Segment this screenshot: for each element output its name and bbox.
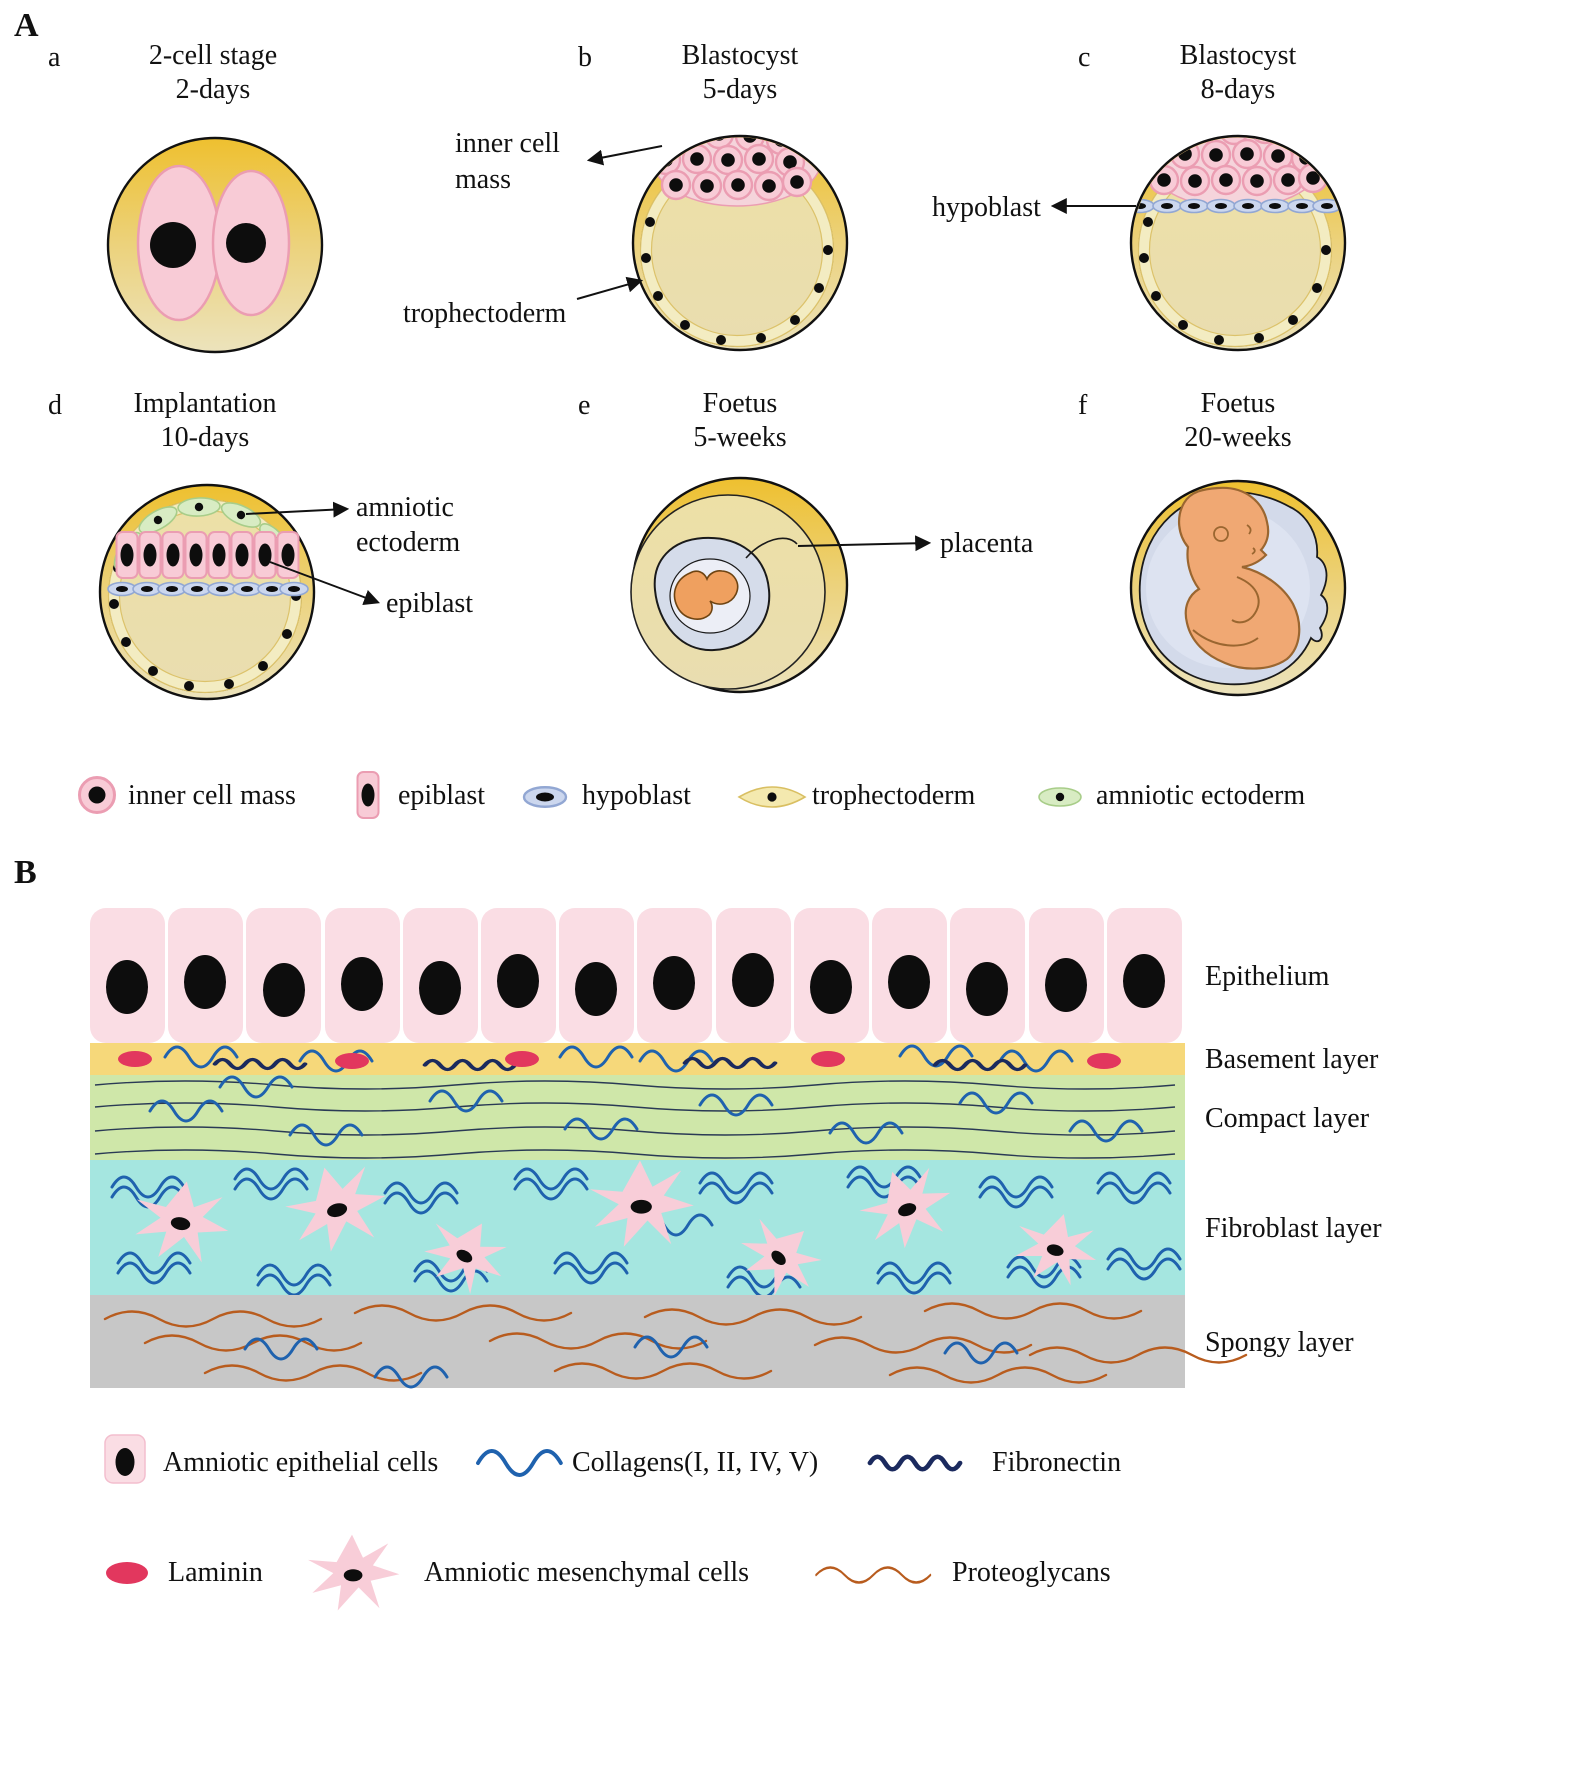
epithelium-band bbox=[90, 908, 1182, 1043]
stage-e-title: Foetus bbox=[703, 388, 778, 419]
inner-cell-mass-icon bbox=[78, 776, 116, 814]
placenta-label: placenta bbox=[940, 528, 1034, 559]
legend-a-label-1: inner cell mass bbox=[128, 780, 296, 811]
layer-label-spongy: Spongy layer bbox=[1205, 1327, 1354, 1358]
trophectoderm-label: trophectoderm bbox=[403, 298, 566, 329]
two-cell-diagram bbox=[106, 136, 324, 354]
stage-e: e Foetus 5-weeks placenta bbox=[578, 388, 1034, 694]
legend-a-label-5: amniotic ectoderm bbox=[1096, 780, 1305, 811]
placenta-arrow bbox=[797, 535, 932, 552]
embryo-shape bbox=[673, 570, 739, 620]
collagens-icon bbox=[478, 1451, 561, 1475]
stage-a: a 2-cell stage 2-days bbox=[48, 40, 324, 354]
panel-b: B bbox=[14, 854, 1382, 1611]
legend-b-label-5: Amniotic mesenchymal cells bbox=[424, 1557, 749, 1588]
fibroblast-band bbox=[90, 1154, 1185, 1311]
legend-b-label-3: Fibronectin bbox=[992, 1447, 1121, 1478]
stage-e-letter: e bbox=[578, 390, 590, 421]
amniotic-epithelial-cells-icon bbox=[104, 1434, 146, 1484]
amniotic-mesenchymal-cells-icon bbox=[308, 1534, 400, 1611]
inner-cell-mass-arrow bbox=[586, 145, 663, 166]
stage-d-letter: d bbox=[48, 390, 62, 421]
laminin-icon bbox=[106, 1562, 148, 1584]
layer-label-fibroblast: Fibroblast layer bbox=[1205, 1213, 1382, 1244]
stage-f: f Foetus 20-weeks bbox=[1078, 388, 1347, 697]
hypoblast-icon bbox=[522, 786, 568, 808]
spongy-band bbox=[90, 1295, 1248, 1389]
foetus-20w-diagram bbox=[1129, 479, 1347, 697]
legend-b-label-4: Laminin bbox=[168, 1557, 263, 1588]
amniotic-ectoderm-arrow bbox=[245, 501, 350, 518]
layer-label-epithelium: Epithelium bbox=[1205, 961, 1330, 992]
stage-a-title: 2-cell stage bbox=[149, 40, 277, 71]
legend-a: inner cell mass epiblast hypoblast troph… bbox=[78, 771, 1305, 819]
epiblast-icon bbox=[356, 771, 380, 819]
panel-a-label: A bbox=[14, 7, 39, 44]
trophectoderm-arrow bbox=[576, 276, 644, 300]
legend-b-row-1: Amniotic epithelial cells Collagens(I, I… bbox=[104, 1434, 1121, 1484]
proteoglycans-icon bbox=[814, 1566, 932, 1584]
stage-c-title: Blastocyst bbox=[1180, 40, 1297, 71]
legend-b-label-6: Proteoglycans bbox=[952, 1557, 1111, 1588]
stage-d: d Implantation 10-days amniotic ectoderm… bbox=[48, 388, 473, 701]
amniotic-ectoderm-label: amniotic bbox=[356, 492, 454, 523]
epiblast-label: epiblast bbox=[386, 588, 473, 619]
implantation-diagram bbox=[98, 483, 316, 701]
stage-b-letter: b bbox=[578, 42, 592, 73]
epiblast-arrow bbox=[269, 561, 380, 606]
stage-f-subtitle: 20-weeks bbox=[1184, 422, 1291, 453]
legend-b-label-1: Amniotic epithelial cells bbox=[163, 1447, 438, 1478]
panel-b-label: B bbox=[14, 854, 37, 891]
legend-a-label-3: hypoblast bbox=[582, 780, 691, 811]
stage-b: b Blastocyst 5-days inner cell mass trop… bbox=[403, 40, 849, 350]
stage-f-title: Foetus bbox=[1201, 388, 1276, 419]
stage-e-subtitle: 5-weeks bbox=[693, 422, 786, 453]
laminin-dots bbox=[118, 1051, 1121, 1069]
fibronectin-icon bbox=[870, 1457, 960, 1470]
legend-b-label-2: Collagens(I, II, IV, V) bbox=[572, 1447, 818, 1478]
legend-a-label-2: epiblast bbox=[398, 780, 485, 811]
hypoblast-label: hypoblast bbox=[932, 192, 1041, 223]
legend-b-row-2: Laminin Amniotic mesenchymal cells Prote… bbox=[106, 1534, 1111, 1611]
amniotic-ectoderm-icon bbox=[1038, 787, 1082, 807]
amniotic-ectoderm-label-2: ectoderm bbox=[356, 527, 460, 558]
stage-c-letter: c bbox=[1078, 42, 1090, 73]
stage-d-subtitle: 10-days bbox=[161, 422, 250, 453]
blastocyst-5d-diagram bbox=[631, 134, 849, 350]
stage-c: c Blastocyst 8-days hypoblast bbox=[932, 40, 1347, 350]
foetus-5w-diagram bbox=[630, 476, 849, 694]
legend-a-label-4: trophectoderm bbox=[812, 780, 975, 811]
compact-band bbox=[90, 1075, 1185, 1160]
stage-f-letter: f bbox=[1078, 390, 1088, 421]
stage-d-title: Implantation bbox=[133, 388, 276, 419]
stage-b-subtitle: 5-days bbox=[703, 74, 778, 105]
inner-cell-mass-label-2: mass bbox=[455, 164, 511, 195]
inner-cell-mass-label: inner cell bbox=[455, 128, 560, 159]
basement-band bbox=[90, 1043, 1185, 1075]
trophectoderm-icon bbox=[737, 786, 807, 808]
stage-c-subtitle: 8-days bbox=[1201, 74, 1276, 105]
stage-a-letter: a bbox=[48, 42, 61, 73]
stage-b-title: Blastocyst bbox=[682, 40, 799, 71]
blastocyst-8d-diagram bbox=[1129, 134, 1347, 350]
layer-label-compact: Compact layer bbox=[1205, 1103, 1370, 1134]
stage-a-subtitle: 2-days bbox=[176, 74, 251, 105]
layer-label-basement: Basement layer bbox=[1205, 1044, 1379, 1075]
panel-a: A a 2-cell stage 2-days b Blastocyst 5-d… bbox=[14, 7, 1347, 819]
